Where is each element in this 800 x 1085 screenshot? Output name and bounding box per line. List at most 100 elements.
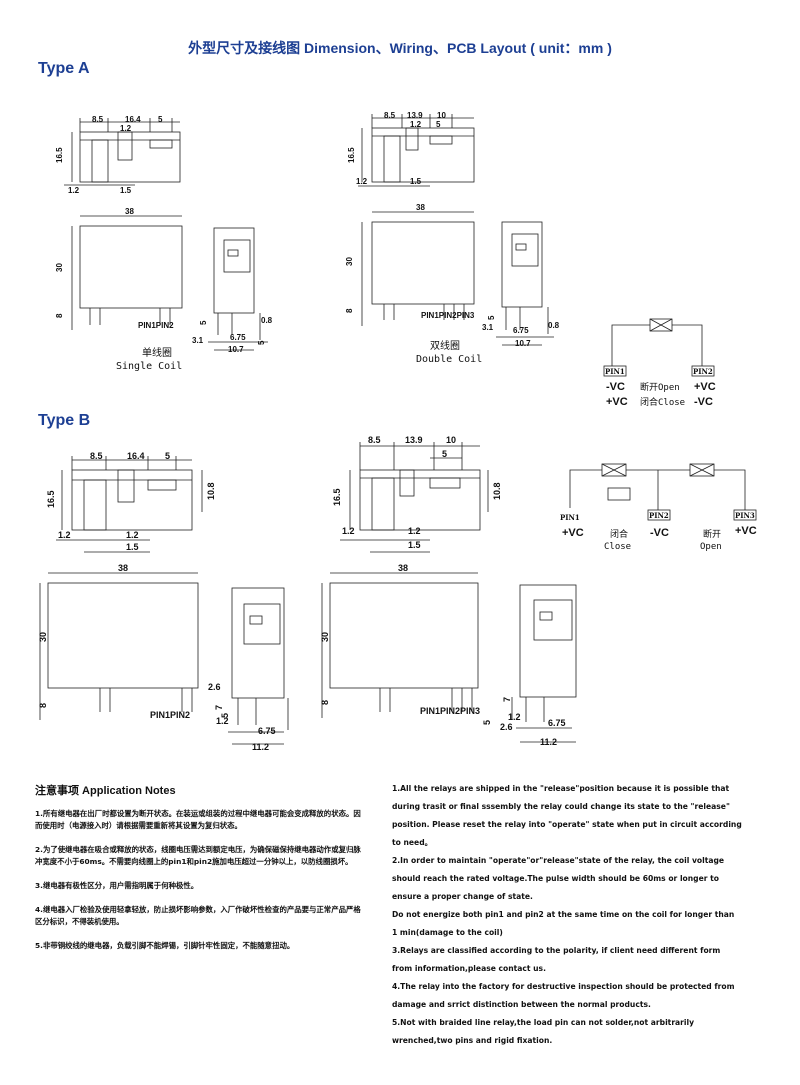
a-single-b5: 0.8 [261, 316, 273, 325]
a-single-d7: 1.5 [120, 186, 132, 195]
a-wiring-m2: 闭合Close [640, 396, 685, 408]
b-double-d7: 1.2 [342, 526, 355, 536]
a-single-b1: 3.1 [192, 336, 204, 345]
a-wiring-m1: 断开Open [640, 381, 680, 393]
note-en-4: 4.The relay into the factory for destruc… [392, 982, 735, 1009]
notes-heading: 注意事项 Application Notes [35, 785, 176, 797]
b-double-height: 30 [320, 632, 330, 642]
a-double-d1: 8.5 [384, 111, 396, 120]
b-double-width: 38 [398, 563, 408, 573]
a-single-caption-cn: 单线圈 [142, 346, 172, 359]
a-wiring-r1: +VC [694, 381, 716, 393]
b-double-b3: 2.6 [500, 722, 513, 732]
a-single-height: 30 [55, 263, 64, 272]
a-wiring-pin2: PIN2 [693, 367, 713, 376]
note-en-5: 5.Not with braided line relay,the load p… [392, 1018, 695, 1045]
b-double-pins: PIN1PIN2PIN3 [420, 706, 480, 716]
b-double-pin-length: 8 [320, 700, 330, 705]
type-a-single-drawing [64, 118, 268, 351]
a-single-d1: 8.5 [92, 115, 104, 124]
b-single-pin-length: 8 [38, 703, 48, 708]
type-b-double-drawing [321, 442, 577, 743]
a-single-pins: PIN1PIN2 [138, 321, 174, 330]
b-double-d9: 1.5 [408, 540, 421, 550]
a-single-caption-en: Single Coil [116, 361, 182, 372]
notes-english: 1.All the relays are shipped in the "rel… [392, 780, 742, 1050]
a-single-b6: 5 [257, 340, 266, 345]
b-single-d7: 1.2 [126, 530, 139, 540]
note-en-1: 1.All the relays are shipped in the "rel… [392, 784, 742, 847]
a-double-d6: 16.5 [347, 147, 356, 163]
b-double-d2: 13.9 [405, 435, 423, 445]
b-wiring-o2: Open [700, 542, 722, 552]
b-single-d1: 8.5 [90, 451, 103, 461]
a-single-d3: 5 [158, 115, 163, 124]
b-single-d2: 16.4 [127, 451, 145, 461]
b-single-pins: PIN1PIN2 [150, 710, 190, 720]
b-single-b4: 6.75 [258, 726, 276, 736]
a-double-caption-cn: 双线圈 [430, 339, 460, 352]
a-double-d8: 1.5 [410, 177, 422, 186]
a-double-b3: 10.7 [515, 339, 531, 348]
type-b-wiring-diagram [569, 463, 757, 521]
a-wiring-r2: -VC [694, 396, 713, 408]
type-b-single-drawing [39, 456, 289, 745]
b-single-b2: 7 [214, 705, 224, 710]
a-single-width: 38 [125, 207, 134, 216]
note-cn-4: 4.继电器入厂检验及使用轻拿轻放，防止损坏影响参数，入厂作破坏性检查的产品要与正… [35, 905, 361, 926]
b-double-d1: 8.5 [368, 435, 381, 445]
b-wiring-v3: +VC [735, 525, 757, 537]
b-double-b2: 1.2 [508, 712, 521, 722]
a-single-b4: 5 [199, 320, 208, 325]
a-double-b1: 3.1 [482, 323, 494, 332]
a-double-b2: 6.75 [513, 326, 529, 335]
a-double-d2: 13.9 [407, 111, 423, 120]
b-single-height: 30 [38, 632, 48, 642]
note-en-3: 3.Relays are classified according to the… [392, 946, 721, 973]
a-single-b2: 6.75 [230, 333, 246, 342]
a-double-b4: 5 [487, 315, 496, 320]
a-double-d3: 10 [437, 111, 446, 120]
b-double-b6: 5 [482, 720, 492, 725]
b-double-d6: 10.8 [492, 482, 502, 500]
b-single-width: 38 [118, 563, 128, 573]
b-single-b1: 2.6 [208, 682, 221, 692]
a-double-d4: 1.2 [410, 120, 422, 129]
b-wiring-pin1: PIN1 [560, 513, 580, 522]
b-double-b1: 7 [502, 697, 512, 702]
a-double-d7: 1.2 [356, 177, 368, 186]
a-double-b5: 0.8 [548, 321, 560, 330]
b-single-d6: 1.2 [58, 530, 71, 540]
b-double-b4: 6.75 [548, 718, 566, 728]
a-single-d5: 16.5 [55, 147, 64, 163]
a-double-d5: 5 [436, 120, 441, 129]
b-wiring-pin3: PIN3 [735, 511, 755, 520]
note-cn-3: 3.继电器有极性区分，用户需指明属于何种极性。 [35, 881, 199, 890]
note-cn-1: 1.所有继电器在出厂时都设置为断开状态。在装运或组装的过程中继电器可能会变成释放… [35, 809, 361, 830]
b-single-d8: 1.5 [126, 542, 139, 552]
b-single-d4: 16.5 [46, 490, 56, 508]
b-single-d5: 10.8 [206, 482, 216, 500]
b-wiring-o1: 断开 [703, 528, 721, 540]
note-en-2b: Do not energize both pin1 and pin2 at th… [392, 910, 735, 937]
b-wiring-v1: +VC [562, 527, 584, 539]
a-double-pins: PIN1PIN2PIN3 [421, 311, 475, 320]
b-single-d3: 5 [165, 451, 170, 461]
a-wiring-l2: +VC [606, 396, 628, 408]
a-single-b3: 10.7 [228, 345, 244, 354]
b-wiring-pin2: PIN2 [649, 511, 669, 520]
page-title: 外型尺寸及接线图 Dimension、Wiring、PCB Layout ( u… [188, 40, 612, 56]
a-single-d4: 1.2 [120, 124, 132, 133]
b-wiring-c1: 闭合 [610, 528, 628, 540]
a-single-pin-length: 8 [55, 313, 64, 318]
type-a-label: Type A [38, 60, 90, 77]
a-single-d6: 1.2 [68, 186, 80, 195]
note-cn-2: 2.为了使继电器在吸合或释放的状态，线圈电压需达到额定电压，为确保磁保持继电器动… [35, 845, 361, 866]
b-single-b3: 1.2 [216, 716, 229, 726]
b-wiring-v2: -VC [650, 527, 669, 539]
notes-chinese: 1.所有继电器在出厂时都设置为断开状态。在装运或组装的过程中继电器可能会变成释放… [35, 808, 365, 964]
a-single-d2: 16.4 [125, 115, 141, 124]
note-en-2: 2.In order to maintain "operate"or"relea… [392, 856, 725, 901]
b-single-b5: 11.2 [252, 742, 269, 752]
